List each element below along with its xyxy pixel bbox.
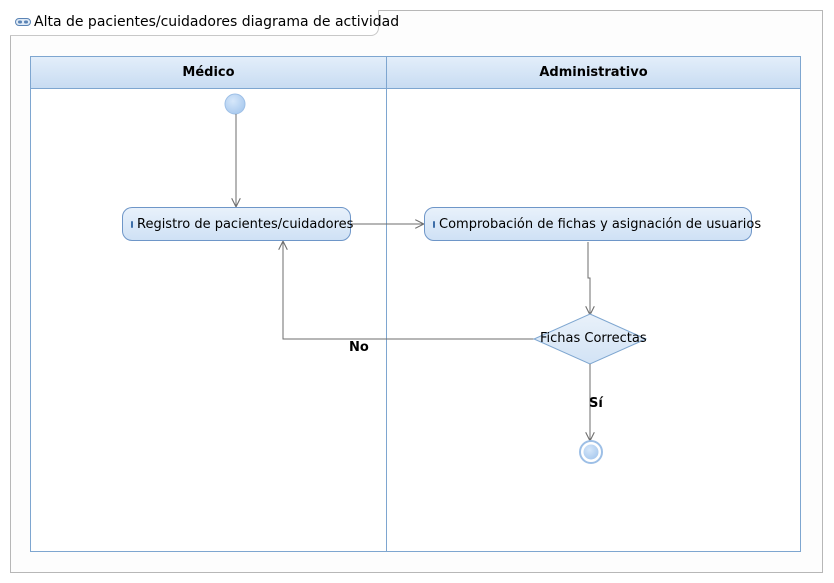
diagram-title: Alta de pacientes/cuidadores diagrama de… <box>34 14 400 30</box>
edge-decision-to-registro-no[interactable] <box>283 242 534 340</box>
guard-label-no: No <box>349 340 369 355</box>
action-icon <box>433 220 435 228</box>
action-icon <box>131 220 133 228</box>
action-label: Comprobación de fichas y asignación de u… <box>439 216 762 232</box>
action-label: Registro de pacientes/cuidadores <box>137 216 354 232</box>
action-comprobacion-fichas[interactable]: Comprobación de fichas y asignación de u… <box>424 207 761 241</box>
action-registro-pacientes[interactable]: Registro de pacientes/cuidadores <box>122 207 354 241</box>
edge-comprobacion-to-decision[interactable] <box>588 242 590 314</box>
guard-label-si: Sí <box>589 396 603 411</box>
diagram-title-tab[interactable] <box>10 10 379 36</box>
initial-node[interactable] <box>224 93 246 115</box>
final-node-inner <box>583 444 599 460</box>
swimlane-header-medico: Médico <box>31 57 386 89</box>
decision-label: Fichas Correctas <box>540 331 647 346</box>
swimlane-medico[interactable]: Médico <box>30 56 387 552</box>
swimlane-administrativo[interactable]: Administrativo <box>386 56 801 552</box>
activity-diagram-icon <box>15 18 31 26</box>
swimlane-header-administrativo: Administrativo <box>387 57 800 89</box>
